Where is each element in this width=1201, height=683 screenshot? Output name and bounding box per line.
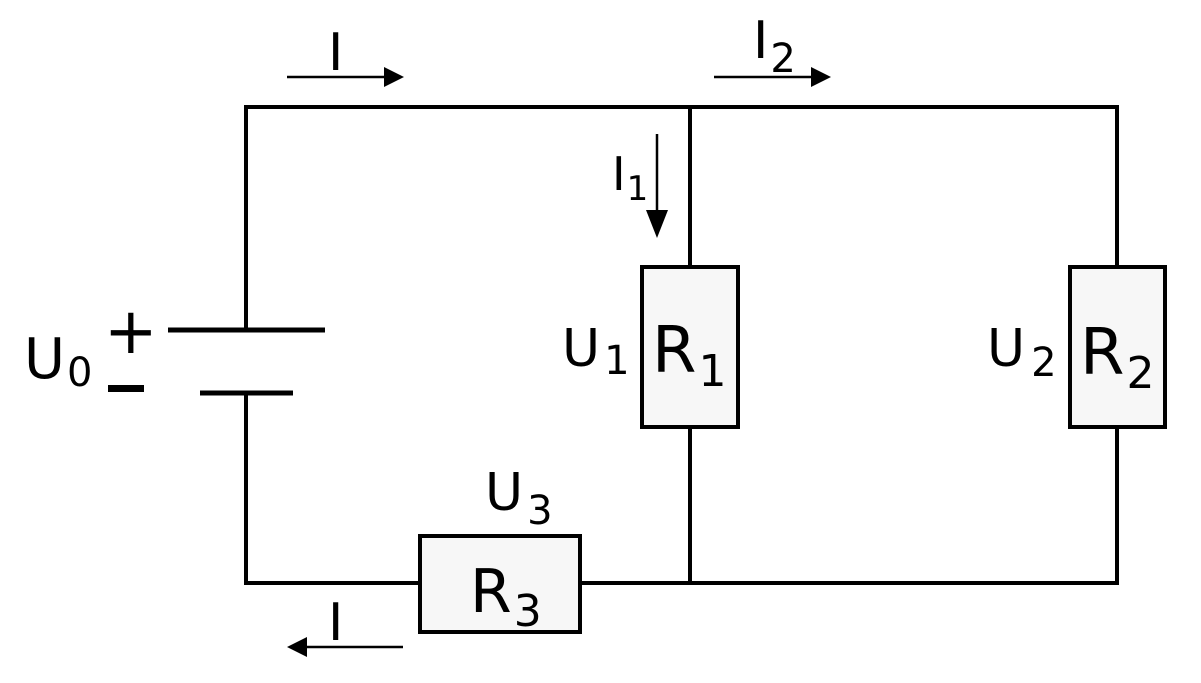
current-i2-arrow-head (811, 67, 831, 87)
current-i2-label: I2 (753, 11, 796, 82)
resistor-r3-label: R3 (470, 557, 542, 637)
current-i-top-label: I (328, 23, 343, 83)
current-i1: I1 (612, 134, 668, 238)
current-i-bottom: I (287, 593, 403, 657)
current-i-top-arrow-head (384, 67, 404, 87)
resistor-r3-body (418, 534, 582, 634)
resistor-r1-body (640, 265, 740, 429)
current-i1-arrow-head (646, 210, 668, 238)
current-i-top: I (287, 23, 404, 87)
current-i2: I2 (714, 11, 831, 87)
polarity-minus-sign (108, 385, 144, 392)
current-i1-label: I1 (612, 147, 648, 209)
current-i-bottom-arrow-head (287, 637, 307, 657)
source-voltage-label: U0 (24, 327, 92, 396)
resistor-r1-label: R1 (652, 314, 726, 397)
polarity-plus-sign: + (104, 295, 158, 369)
current-i-bottom-label: I (328, 593, 343, 653)
resistor-r2-label: R2 (1080, 316, 1154, 399)
voltage-source: U0 + (24, 295, 325, 396)
resistor-r2-body (1068, 265, 1167, 429)
wires (244, 105, 1119, 585)
